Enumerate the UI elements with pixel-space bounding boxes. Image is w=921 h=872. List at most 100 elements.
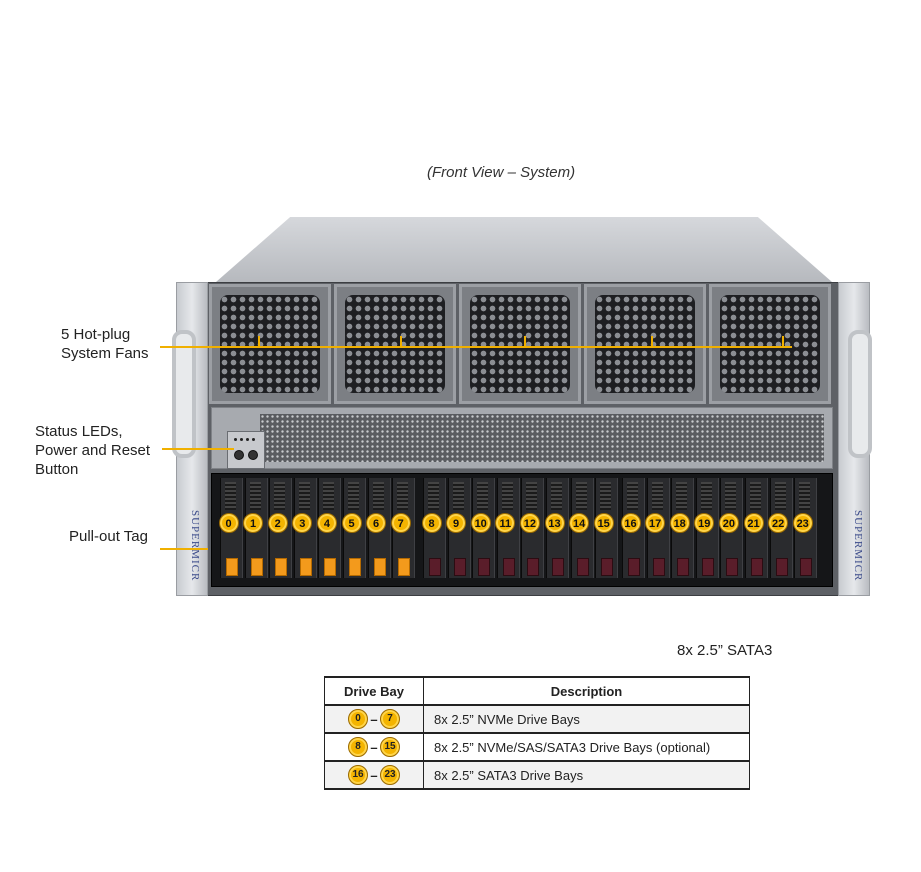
drive-release-latch[interactable] [373, 558, 386, 576]
drive-release-latch[interactable] [677, 558, 690, 576]
drive-release-latch[interactable] [275, 558, 288, 576]
drive-bay-vent [477, 482, 489, 510]
left-handle[interactable] [172, 330, 196, 458]
drive-release-latch[interactable] [628, 558, 640, 576]
power-button[interactable] [234, 450, 244, 460]
view-caption: (Front View – System) [427, 164, 576, 181]
drive-bay-legend: Drive Bay Description 0–7 8x 2.5” NVMe D… [324, 676, 750, 790]
drive-release-latch[interactable] [775, 558, 788, 576]
drive-bay-vent [428, 482, 439, 510]
bay-number-badge: 23 [380, 765, 400, 785]
status-led [252, 438, 255, 441]
callout-pull-out-tag: Pull-out Tag [69, 528, 148, 545]
range-dash: – [370, 739, 378, 755]
drive-bay-vent [725, 482, 737, 510]
front-panel [206, 282, 840, 596]
fan-module-2 [334, 284, 456, 404]
callout-line: System Fans [61, 345, 149, 362]
drive-bay-number: 0 [218, 513, 239, 533]
drive-bay-number: 20 [718, 513, 739, 533]
drive-bay-number: 9 [446, 513, 467, 533]
drive-release-latch[interactable] [527, 558, 540, 576]
fans-leader-line [160, 346, 792, 348]
drive-bay-area [211, 473, 833, 587]
drive-release-latch[interactable] [751, 558, 763, 576]
bay-number-badge: 0 [348, 709, 368, 729]
legend-row: 16–23 8x 2.5” SATA3 Drive Bays [324, 761, 750, 790]
drive-bay-vent [372, 482, 384, 510]
drive-bay-number: 5 [341, 513, 362, 533]
drive-release-latch[interactable] [226, 558, 238, 576]
callout-status-leds: Status LEDs, Power and Reset Button [35, 422, 150, 479]
drive-bay-vent [774, 482, 786, 510]
drive-release-latch[interactable] [250, 558, 263, 576]
fan-module-4 [584, 284, 706, 404]
drive-bay-vent [651, 482, 663, 510]
power-supply-vent [211, 407, 833, 469]
drive-release-latch[interactable] [502, 558, 515, 576]
legend-description: 8x 2.5” NVMe/SAS/SATA3 Drive Bays (optio… [423, 733, 750, 762]
control-panel [227, 431, 265, 469]
drive-release-latch[interactable] [701, 558, 714, 576]
drive-release-latch[interactable] [453, 558, 466, 576]
fans-leader-tick [524, 336, 526, 346]
drive-release-latch[interactable] [398, 558, 411, 576]
drive-release-latch[interactable] [324, 558, 337, 576]
drive-bay-vent [323, 482, 335, 510]
legend-range: 0–7 [324, 705, 424, 734]
drive-bay-number: 22 [768, 513, 789, 533]
range-dash: – [370, 711, 378, 727]
drive-bay-number: 16 [620, 513, 641, 533]
drive-bay-vent [627, 482, 638, 510]
drive-bay-number: 2 [267, 513, 288, 533]
drive-bay-vent [249, 482, 261, 510]
drive-bay-number: 14 [569, 513, 590, 533]
drive-bay-vent [551, 482, 562, 510]
chassis-top [208, 217, 840, 289]
reset-button[interactable] [248, 450, 258, 460]
status-led [234, 438, 237, 441]
brand-logo-right: SUPERMICR [852, 510, 864, 582]
drive-release-latch[interactable] [800, 558, 813, 576]
drive-bay-vent [526, 482, 538, 510]
drive-bay-vent [348, 482, 359, 510]
drive-bay-vent [799, 482, 811, 510]
drive-bay-number: 6 [366, 513, 387, 533]
drive-release-latch[interactable] [552, 558, 564, 576]
drive-bay-number: 17 [645, 513, 666, 533]
drive-release-latch[interactable] [299, 558, 312, 576]
drive-bay-vent [298, 482, 310, 510]
drive-bay-vent [676, 482, 688, 510]
legend-range: 16–23 [324, 761, 424, 790]
range-dash: – [370, 767, 378, 783]
drive-bay-vent [501, 482, 513, 510]
drive-release-latch[interactable] [601, 558, 614, 576]
right-handle[interactable] [848, 330, 872, 458]
drive-release-latch[interactable] [726, 558, 739, 576]
drive-bay-vent [600, 482, 612, 510]
bay-number-badge: 16 [348, 765, 368, 785]
drive-bay-number: 7 [390, 513, 411, 533]
drive-bay-vent [452, 482, 464, 510]
drive-bay-number: 1 [243, 513, 264, 533]
bay-number-badge: 15 [380, 737, 400, 757]
callout-line: Power and Reset [35, 442, 151, 459]
legend-header-drive-bay: Drive Bay [324, 676, 424, 706]
drive-bay-number: 8 [421, 513, 442, 533]
callout-line: Status LEDs, [35, 423, 123, 440]
drive-release-latch[interactable] [429, 558, 441, 576]
legend-description: 8x 2.5” NVMe Drive Bays [423, 705, 750, 734]
callout-system-fans: 5 Hot-plug System Fans [61, 325, 149, 363]
legend-row: 0–7 8x 2.5” NVMe Drive Bays [324, 705, 750, 734]
legend-description: 8x 2.5” SATA3 Drive Bays [423, 761, 750, 790]
drive-release-latch[interactable] [478, 558, 491, 576]
fans-leader-tick [782, 336, 784, 346]
drive-bay-number: 19 [694, 513, 715, 533]
drive-release-latch[interactable] [576, 558, 589, 576]
brand-logo-left: SUPERMICR [189, 510, 201, 582]
legend-range: 8–15 [324, 733, 424, 762]
fan-module-5 [709, 284, 831, 404]
drive-release-latch[interactable] [652, 558, 665, 576]
drive-bay-number: 10 [470, 513, 491, 533]
drive-release-latch[interactable] [349, 558, 361, 576]
